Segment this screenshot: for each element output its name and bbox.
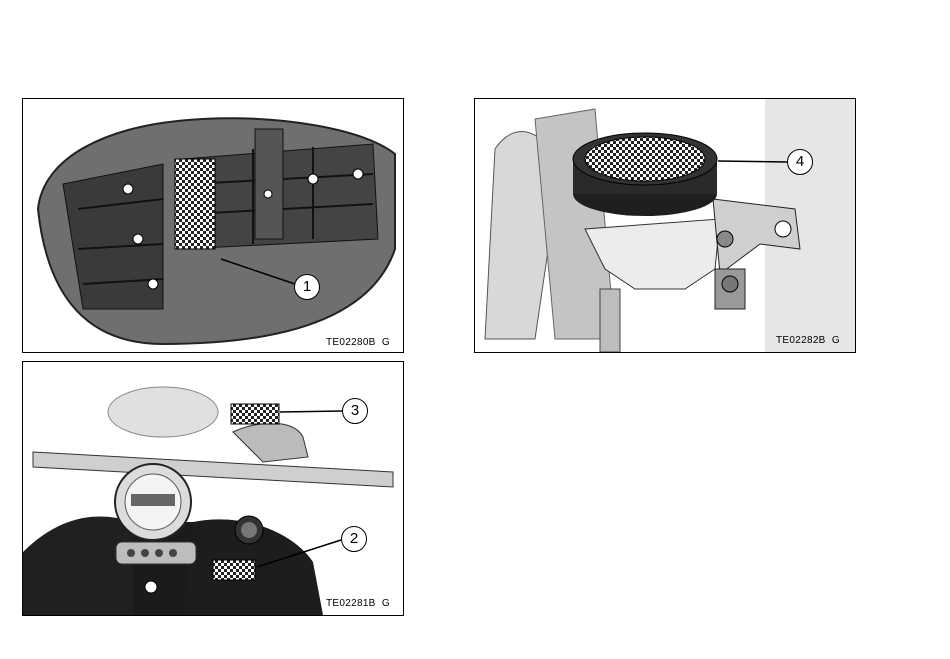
seat-underside-illustration (23, 99, 403, 352)
callout-3: 3 (342, 398, 368, 424)
figure-seat-underside: 1 TE02280B G (22, 98, 404, 353)
figure-handlebar-tank: 3 2 TE02281B G (22, 361, 404, 616)
figure-brake-reservoir: 4 TE02282B G (474, 98, 856, 353)
figure-code: TE02282B G (776, 335, 840, 346)
callout-1: 1 (294, 274, 320, 300)
figure-code: TE02281B G (326, 598, 390, 609)
figure-code: TE02280B G (326, 337, 390, 348)
brake-reservoir-illustration (475, 99, 855, 352)
callout-2: 2 (341, 526, 367, 552)
callout-4: 4 (787, 149, 813, 175)
